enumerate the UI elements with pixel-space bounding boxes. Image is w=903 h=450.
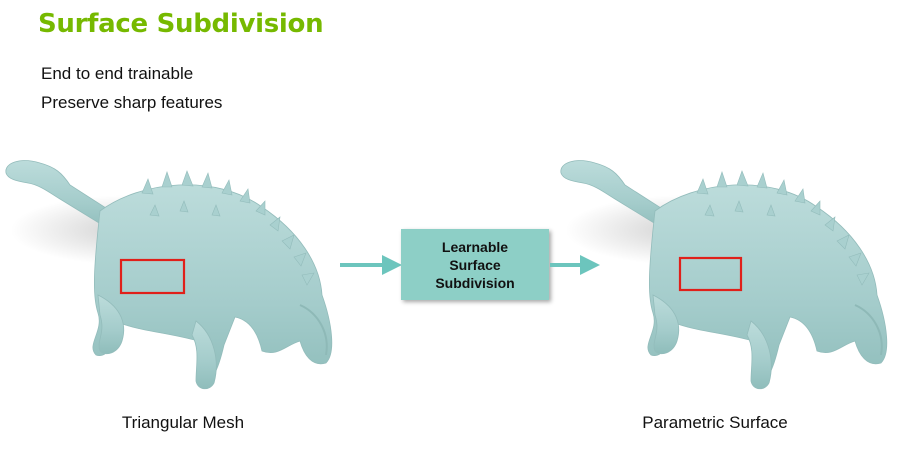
box-line-3: Subdivision [435,274,515,291]
bullet-end-to-end: End to end trainable [41,64,194,83]
ankylosaurus-surface-icon [560,160,888,390]
slide-title: Surface Subdivision [38,9,324,39]
bullet-sharp-features: Preserve sharp features [41,93,223,112]
caption-triangular-mesh: Triangular Mesh [121,413,245,432]
learnable-subdivision-box: Learnable Surface Subdivision [401,229,549,300]
highlight-box-left [119,258,186,295]
right-arrow-icon [340,255,402,275]
box-line-2: Surface [449,256,501,273]
caption-parametric-surface: Parametric Surface [642,413,788,432]
right-arrow-icon [550,255,600,275]
ankylosaurus-mesh-icon [5,160,333,390]
box-line-1: Learnable [441,238,509,255]
highlight-box-right [678,256,743,292]
